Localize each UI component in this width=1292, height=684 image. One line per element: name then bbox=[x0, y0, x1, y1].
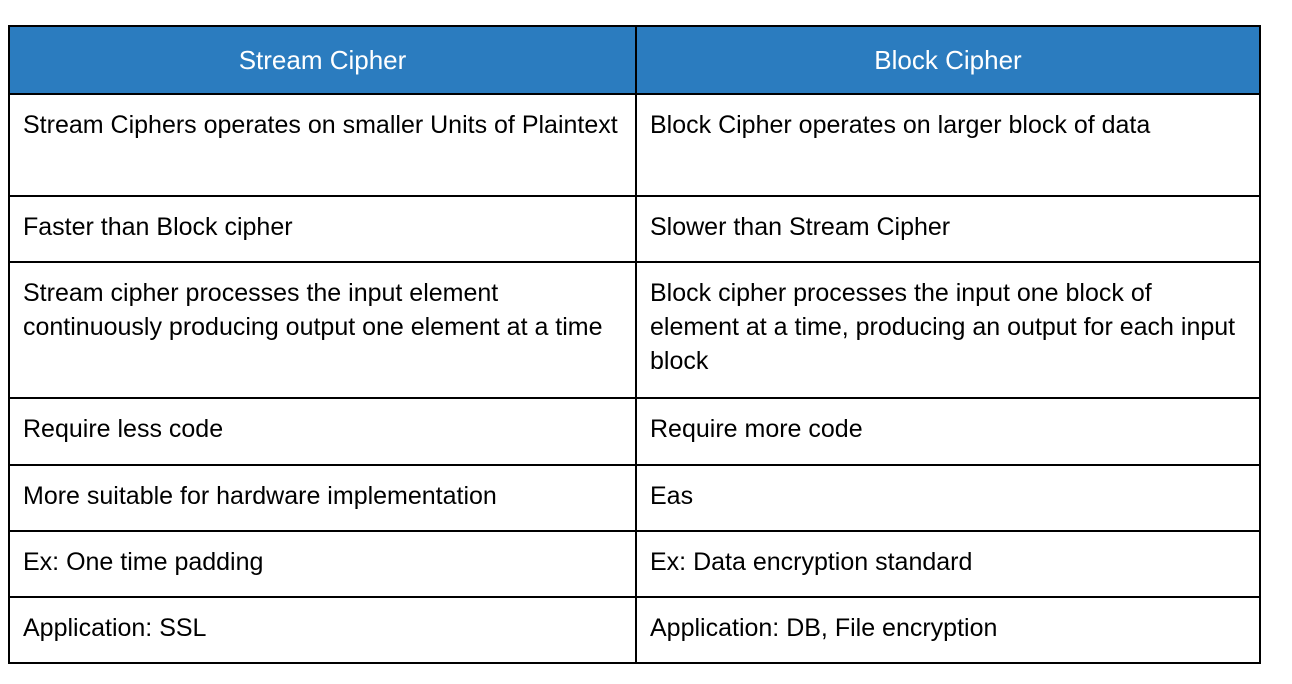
column-header-stream-cipher: Stream Cipher bbox=[8, 25, 637, 95]
cell-block-row-6: Ex: Data encryption standard bbox=[635, 530, 1261, 598]
cell-text: Block cipher processes the input one blo… bbox=[650, 279, 1236, 375]
table-header-row: Stream Cipher Block Cipher bbox=[8, 25, 1261, 95]
stream-vs-block-cipher-table: Stream Cipher Block Cipher Stream Cipher… bbox=[8, 25, 1261, 664]
cell-block-row-1: Block Cipher operates on larger block of… bbox=[635, 93, 1261, 197]
column-header-block-cipher: Block Cipher bbox=[635, 25, 1261, 95]
cell-block-row-5: Eas bbox=[635, 464, 1261, 532]
table-row: Faster than Block cipher Slower than Str… bbox=[8, 195, 1261, 263]
table-row: Ex: One time padding Ex: Data encryption… bbox=[8, 530, 1261, 598]
cell-text: More suitable for hardware implementatio… bbox=[23, 482, 497, 510]
cell-text: Stream Ciphers operates on smaller Units… bbox=[23, 111, 618, 139]
cell-block-row-7: Application: DB, File encryption bbox=[635, 596, 1261, 664]
table-header: Stream Cipher Block Cipher bbox=[8, 25, 1261, 95]
cell-text: Require more code bbox=[650, 415, 863, 443]
cell-stream-row-7: Application: SSL bbox=[8, 596, 637, 664]
cell-stream-row-4: Require less code bbox=[8, 397, 637, 466]
cell-text: Ex: Data encryption standard bbox=[650, 548, 973, 576]
table-body: Stream Ciphers operates on smaller Units… bbox=[8, 93, 1261, 664]
table-row: More suitable for hardware implementatio… bbox=[8, 464, 1261, 532]
cell-block-row-4: Require more code bbox=[635, 397, 1261, 466]
cell-stream-row-6: Ex: One time padding bbox=[8, 530, 637, 598]
cell-text: Faster than Block cipher bbox=[23, 213, 293, 241]
table-row: Stream Ciphers operates on smaller Units… bbox=[8, 93, 1261, 197]
cell-text: Slower than Stream Cipher bbox=[650, 213, 951, 241]
cell-block-row-2: Slower than Stream Cipher bbox=[635, 195, 1261, 263]
cell-text: Block Cipher operates on larger block of… bbox=[650, 111, 1151, 139]
cell-text: Eas bbox=[650, 482, 694, 510]
cell-text: Application: DB, File encryption bbox=[650, 614, 998, 642]
table-row: Stream cipher processes the input elemen… bbox=[8, 261, 1261, 399]
cell-stream-row-5: More suitable for hardware implementatio… bbox=[8, 464, 637, 532]
cell-text: Ex: One time padding bbox=[23, 548, 264, 576]
cell-stream-row-1: Stream Ciphers operates on smaller Units… bbox=[8, 93, 637, 197]
table-row: Application: SSL Application: DB, File e… bbox=[8, 596, 1261, 664]
cell-text: Application: SSL bbox=[23, 614, 207, 642]
cell-text: Require less code bbox=[23, 415, 224, 443]
cell-text: Stream cipher processes the input elemen… bbox=[23, 279, 603, 341]
cell-block-row-3: Block cipher processes the input one blo… bbox=[635, 261, 1261, 399]
table-row: Require less code Require more code bbox=[8, 397, 1261, 466]
cell-stream-row-2: Faster than Block cipher bbox=[8, 195, 637, 263]
cell-stream-row-3: Stream cipher processes the input elemen… bbox=[8, 261, 637, 399]
